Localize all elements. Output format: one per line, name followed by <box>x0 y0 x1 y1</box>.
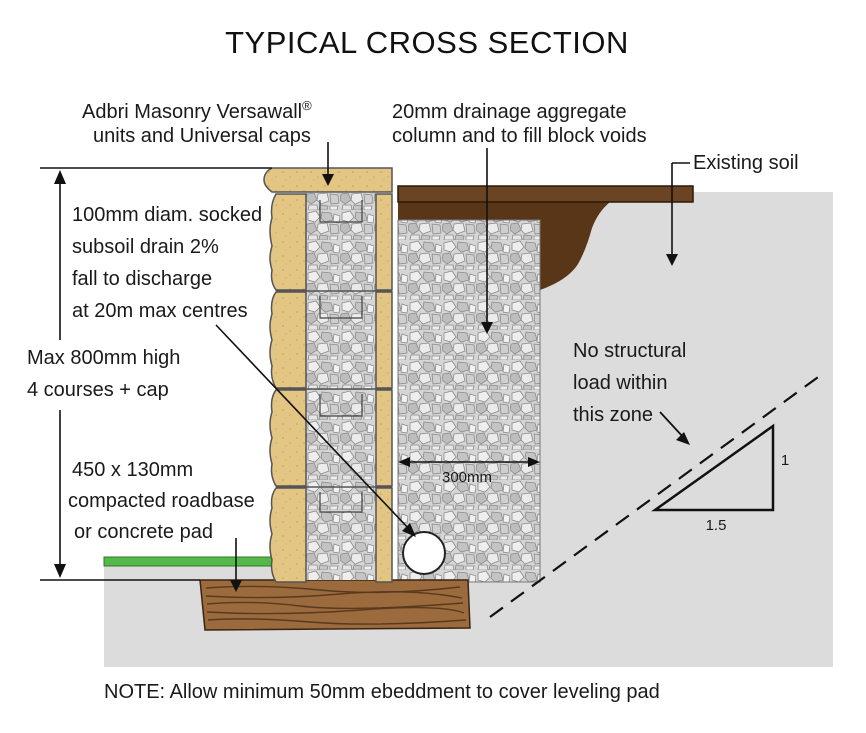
label-drain-1: 100mm diam. socked <box>72 204 262 226</box>
zone-boundary-dashed <box>489 371 826 618</box>
subsoil-drain-pipe <box>402 531 446 575</box>
pad-grain <box>205 585 467 625</box>
label-drain-2: subsoil drain 2% <box>72 236 219 258</box>
block-core-fill <box>306 193 376 580</box>
leader-block-units <box>322 142 334 186</box>
course-1 <box>269 193 393 291</box>
drainage-aggregate-column <box>397 219 541 583</box>
label-pad-1: 450 x 130mm <box>72 459 193 481</box>
course-2 <box>269 291 393 389</box>
label-drain-4: at 20m max centres <box>72 300 248 322</box>
width-dimension <box>398 457 540 467</box>
diagram-title: TYPICAL CROSS SECTION <box>225 25 629 60</box>
label-slope-run: 1.5 <box>706 517 727 534</box>
course-3 <box>269 389 393 487</box>
label-300mm: 300mm <box>442 469 492 486</box>
label-block-units-2: units and Universal caps <box>93 125 311 147</box>
leader-zone <box>659 411 690 445</box>
grass-strip <box>103 556 275 567</box>
footnote: NOTE: Allow minimum 50mm ebeddment to co… <box>104 681 660 703</box>
label-zone-1: No structural <box>573 340 686 362</box>
topsoil-band <box>397 185 694 203</box>
label-aggregate-2: column and to fill block voids <box>392 125 647 147</box>
label-pad-3: or concrete pad <box>74 521 213 543</box>
height-dimension <box>40 167 272 581</box>
leader-pad <box>230 538 242 592</box>
label-existing-soil: Existing soil <box>693 152 799 174</box>
leader-aggregate <box>481 148 493 334</box>
slope-triangle <box>651 423 775 512</box>
label-zone-3: this zone <box>573 404 653 426</box>
topsoil-layer <box>398 186 693 290</box>
label-pad-2: compacted roadbase <box>68 490 255 512</box>
label-aggregate-1: 20mm drainage aggregate <box>392 101 627 123</box>
course-4 <box>269 487 393 583</box>
label-height-1: Max 800mm high <box>27 347 180 369</box>
label-zone-2: load within <box>573 372 668 394</box>
label-drain-3: fall to discharge <box>72 268 212 290</box>
leader-drain <box>215 324 416 537</box>
label-height-2: 4 courses + cap <box>27 379 169 401</box>
label-slope-rise: 1 <box>781 452 789 469</box>
label-block-units-1: Adbri Masonry Versawall® <box>82 98 312 123</box>
leader-existing-soil <box>666 162 690 266</box>
